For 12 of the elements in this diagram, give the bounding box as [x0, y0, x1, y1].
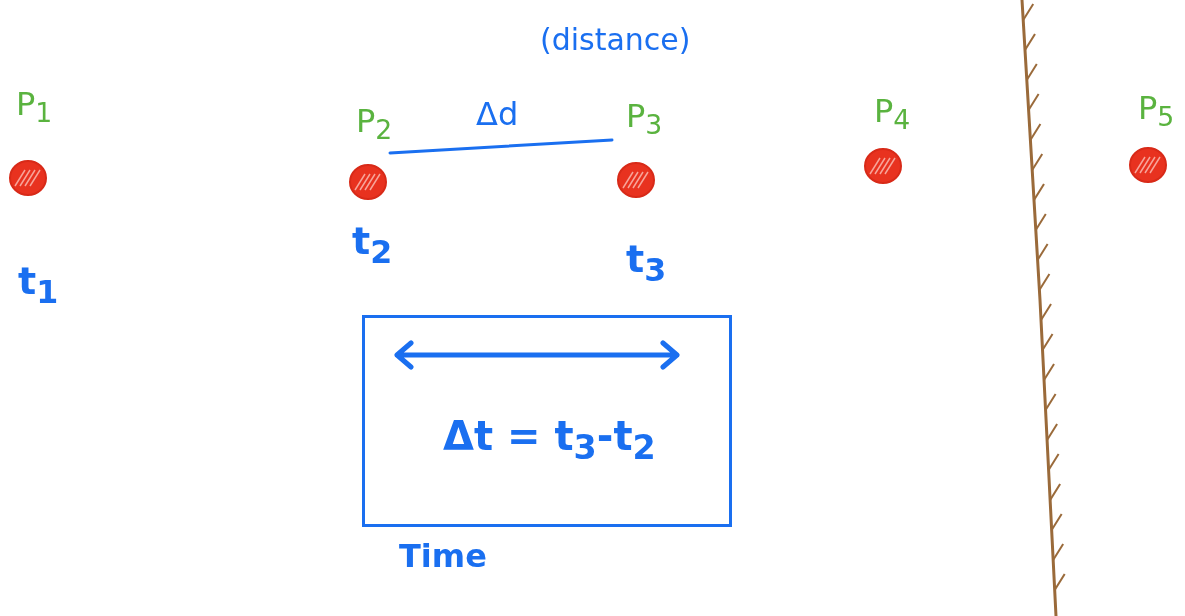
point-label: P$_{4}$	[874, 95, 911, 135]
time-label: t$_{3}$	[626, 240, 667, 287]
point-label: P$_{2}$	[356, 105, 393, 145]
formula-text: Δt = t$_{3}$-t$_{2}$	[443, 416, 656, 465]
time-label: t$_{2}$	[352, 222, 393, 269]
time-label: t$_{1}$	[18, 262, 59, 309]
quantity-label: (distance)	[540, 25, 691, 55]
point-label: P$_{5}$	[1138, 92, 1175, 132]
point-label: P$_{1}$	[16, 88, 53, 128]
axis-caption: Time	[399, 540, 487, 572]
delta-label: Δd	[476, 98, 519, 130]
point-label: P$_{3}$	[626, 100, 663, 140]
